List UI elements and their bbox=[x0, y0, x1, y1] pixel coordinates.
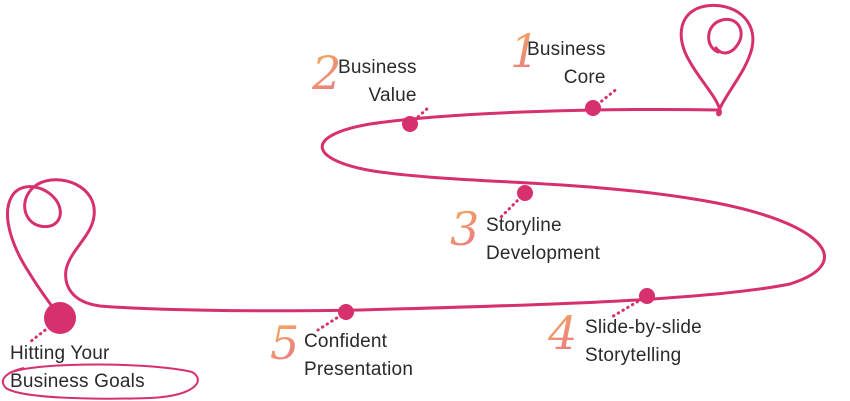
step-number-3: 3 bbox=[450, 202, 480, 256]
leader-4 bbox=[608, 294, 649, 320]
leader-5 bbox=[316, 310, 348, 332]
step-label-3: Storyline Development bbox=[486, 212, 600, 268]
step-2-line-1: Business bbox=[338, 57, 417, 78]
step-3-line-2: Development bbox=[486, 243, 601, 264]
goal-label: Hitting Your Business Goals bbox=[10, 340, 145, 396]
step-label-1: Business Core bbox=[527, 36, 606, 92]
step-2-line-2: Value bbox=[368, 85, 417, 106]
goal-highlight-ellipse bbox=[1, 363, 199, 400]
leader-goal bbox=[28, 318, 60, 344]
goal-line-2: Business Goals bbox=[10, 371, 145, 392]
step-label-2: Business Value bbox=[338, 54, 417, 110]
step-number-4: 4 bbox=[548, 306, 578, 360]
step-3-line-1: Storyline bbox=[486, 215, 562, 236]
step-label-4: Slide-by-slide Storytelling bbox=[585, 314, 702, 370]
map-pin-icon-end bbox=[679, 3, 755, 117]
goal-line-1: Hitting Your bbox=[10, 343, 110, 364]
leader-2 bbox=[408, 106, 430, 126]
step-5-line-2: Presentation bbox=[304, 359, 414, 380]
leader-1 bbox=[591, 86, 620, 110]
road-line bbox=[6, 108, 826, 320]
step-1-line-2: Core bbox=[563, 67, 606, 88]
step-number-1: 1 bbox=[510, 24, 540, 78]
step-number-5: 5 bbox=[270, 316, 300, 370]
step-4-line-2: Storytelling bbox=[585, 345, 682, 366]
map-pin-inner-loop bbox=[707, 17, 743, 55]
step-label-5: Confident Presentation bbox=[304, 328, 413, 384]
step-number-2: 2 bbox=[312, 46, 342, 100]
step-1-line-1: Business bbox=[527, 39, 606, 60]
leader-3 bbox=[496, 191, 527, 222]
goal-marker-dot bbox=[44, 302, 76, 334]
step-5-line-1: Confident bbox=[304, 331, 388, 352]
step-4-line-1: Slide-by-slide bbox=[585, 317, 702, 338]
